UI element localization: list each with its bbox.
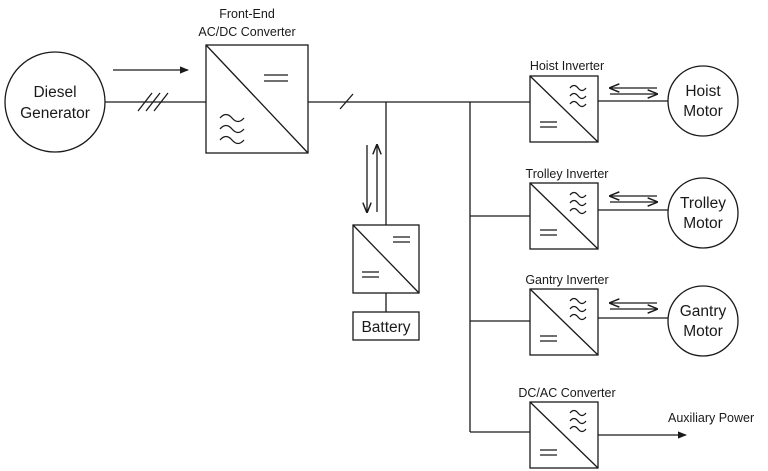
diesel-generator-circle <box>4 51 106 153</box>
diesel-generator-label-1: Diesel <box>33 84 76 101</box>
ac-symbol-icon <box>569 191 587 215</box>
front-end-converter-label-1: Front-End <box>219 7 275 21</box>
gantry-motor: Gantry Motor <box>667 285 739 357</box>
auxiliary-power-label: Auxiliary Power <box>668 411 754 425</box>
gantry-inverter-label: Gantry Inverter <box>525 273 608 287</box>
hoist-motor: Hoist Motor <box>667 65 739 137</box>
battery: Battery <box>352 311 420 341</box>
diesel-generator-label-2: Generator <box>20 105 90 122</box>
front-end-converter: Front-End AC/DC Converter <box>198 7 309 154</box>
battery-label: Battery <box>361 319 410 336</box>
trolley-motor-label-1: Trolley <box>680 195 726 212</box>
ac-symbol-icon <box>569 297 587 321</box>
dcac-converter: DC/AC Converter <box>518 386 616 469</box>
gantry-motor-label-1: Gantry <box>680 303 727 320</box>
hoist-motor-label-1: Hoist <box>685 83 721 100</box>
dc-symbol-icon <box>540 121 557 128</box>
dc-bus-tick <box>339 93 354 110</box>
converter-diagonal <box>205 44 309 154</box>
dc-symbol-icon <box>264 74 288 82</box>
gantry-motor-circle <box>667 285 739 357</box>
hoist-motor-label-2: Motor <box>683 103 723 120</box>
front-end-converter-label-2: AC/DC Converter <box>198 25 295 39</box>
trolley-inverter: Trolley Inverter <box>526 167 609 250</box>
inverter-diagonal <box>529 288 599 356</box>
dcac-converter-label: DC/AC Converter <box>518 386 615 400</box>
trolley-motor-circle <box>667 177 739 249</box>
dc-symbol-icon <box>540 449 557 456</box>
gantry-inverter: Gantry Inverter <box>525 273 609 356</box>
trolley-inverter-label: Trolley Inverter <box>526 167 609 181</box>
converter-diagonal <box>529 401 599 469</box>
battery-box <box>352 311 420 341</box>
gantry-motor-label-2: Motor <box>683 323 723 340</box>
trolley-motor-label-2: Motor <box>683 215 723 232</box>
inverter-diagonal <box>529 182 599 250</box>
battery-converter-diagonal <box>352 224 420 294</box>
ac-symbol-icon <box>569 84 587 108</box>
hoist-inverter-label: Hoist Inverter <box>530 59 604 73</box>
dc-symbol-icon <box>362 271 379 278</box>
inverter-diagonal <box>529 75 599 143</box>
dc-symbol-icon <box>393 236 410 243</box>
ac-symbol-icon <box>569 409 587 433</box>
trolley-motor: Trolley Motor <box>667 177 739 249</box>
battery-dcdc-converter <box>352 224 420 294</box>
diesel-generator: Diesel Generator <box>4 51 106 153</box>
hoist-inverter: Hoist Inverter <box>529 59 604 143</box>
hoist-motor-circle <box>667 65 739 137</box>
dc-symbol-icon <box>540 335 557 342</box>
dc-symbol-icon <box>540 229 557 236</box>
ac-symbol-icon <box>219 113 245 145</box>
three-phase-ticks <box>137 92 169 112</box>
